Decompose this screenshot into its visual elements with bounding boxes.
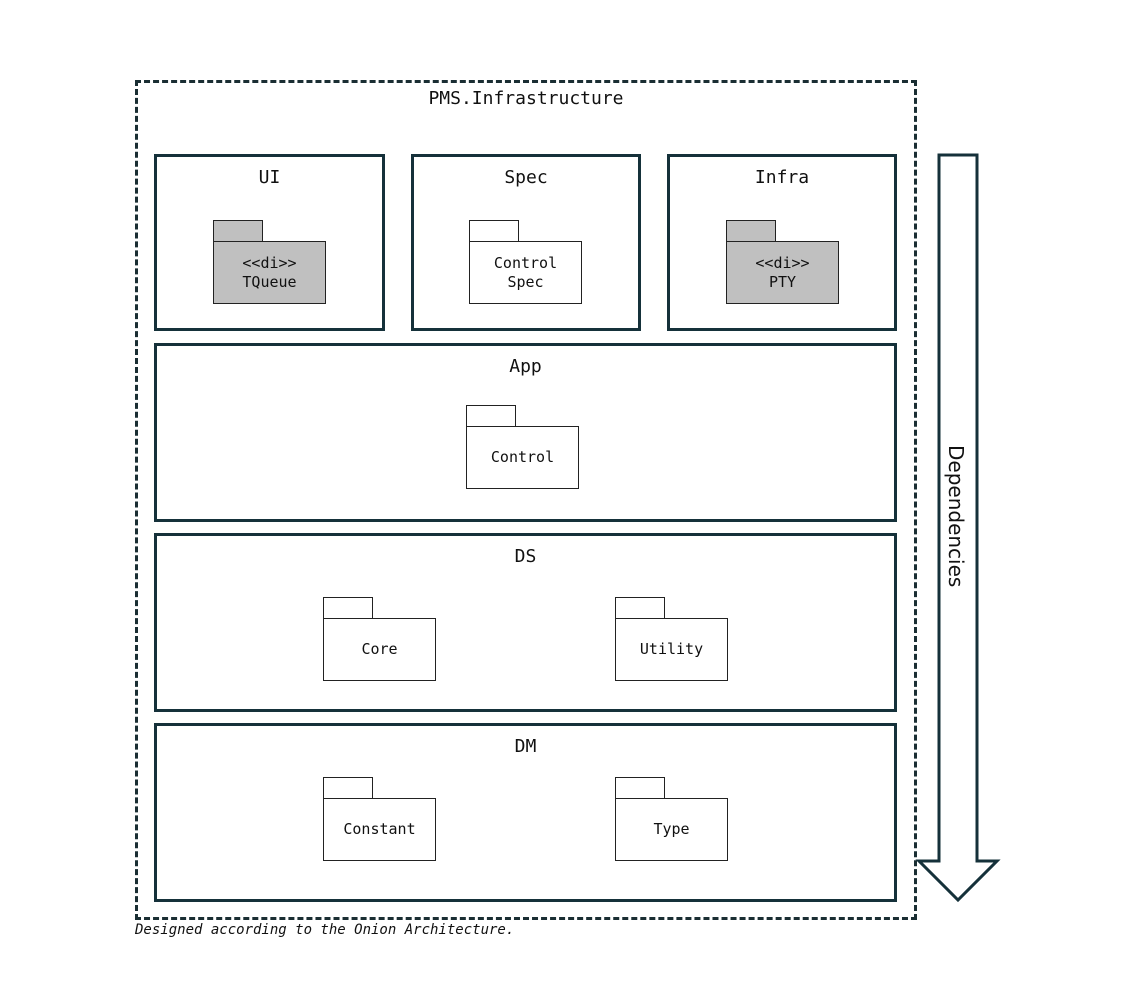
dependencies-label: Dependencies (944, 445, 968, 588)
package-name: Control (490, 448, 555, 466)
package-tab (466, 405, 516, 427)
layer-title-ui: UI (258, 167, 281, 188)
layer-spec: Spec Control Spec (411, 154, 641, 331)
layer-infra: Infra <<di>> PTY (667, 154, 897, 331)
layer-ui: UI <<di>> TQueue (154, 154, 385, 331)
package-stereotype: <<di>> (242, 253, 297, 272)
package-tab (323, 777, 373, 799)
package-tab (213, 220, 263, 242)
package-tab (726, 220, 776, 242)
package-tab (615, 597, 665, 619)
layer-title-spec: Spec (504, 167, 548, 188)
package-body: Constant (323, 798, 436, 861)
package-name: Type (653, 820, 690, 838)
layer-app: App Control (154, 343, 897, 522)
infrastructure-boundary (135, 80, 917, 920)
layer-title-ds: DS (514, 546, 537, 567)
package-body: <<di>> TQueue (213, 241, 326, 304)
package-name: Core (361, 640, 398, 658)
layer-dm: DM Constant Type (154, 723, 897, 902)
package-body: Utility (615, 618, 728, 681)
package-body: Control Spec (469, 241, 582, 304)
package-body: <<di>> PTY (726, 241, 839, 304)
package-name: PTY (768, 272, 797, 291)
layer-title-app: App (509, 356, 542, 377)
container-title: PMS.Infrastructure (428, 88, 624, 109)
package-name: Utility (639, 640, 704, 658)
package-body: Core (323, 618, 436, 681)
package-tab (323, 597, 373, 619)
layer-ds: DS Core Utility (154, 533, 897, 712)
package-name: TQueue (242, 272, 297, 291)
package-stereotype: <<di>> (755, 253, 810, 272)
package-name-line1: Control (493, 253, 558, 272)
package-tab (469, 220, 519, 242)
package-tab (615, 777, 665, 799)
package-body: Type (615, 798, 728, 861)
layer-title-dm: DM (514, 736, 537, 757)
package-name: Constant (343, 820, 416, 838)
package-body: Control (466, 426, 579, 489)
layer-title-infra: Infra (754, 167, 810, 188)
dependencies-arrow (915, 153, 1001, 903)
diagram-caption: Designed according to the Onion Architec… (135, 922, 515, 938)
package-name-line2: Spec (507, 272, 544, 291)
